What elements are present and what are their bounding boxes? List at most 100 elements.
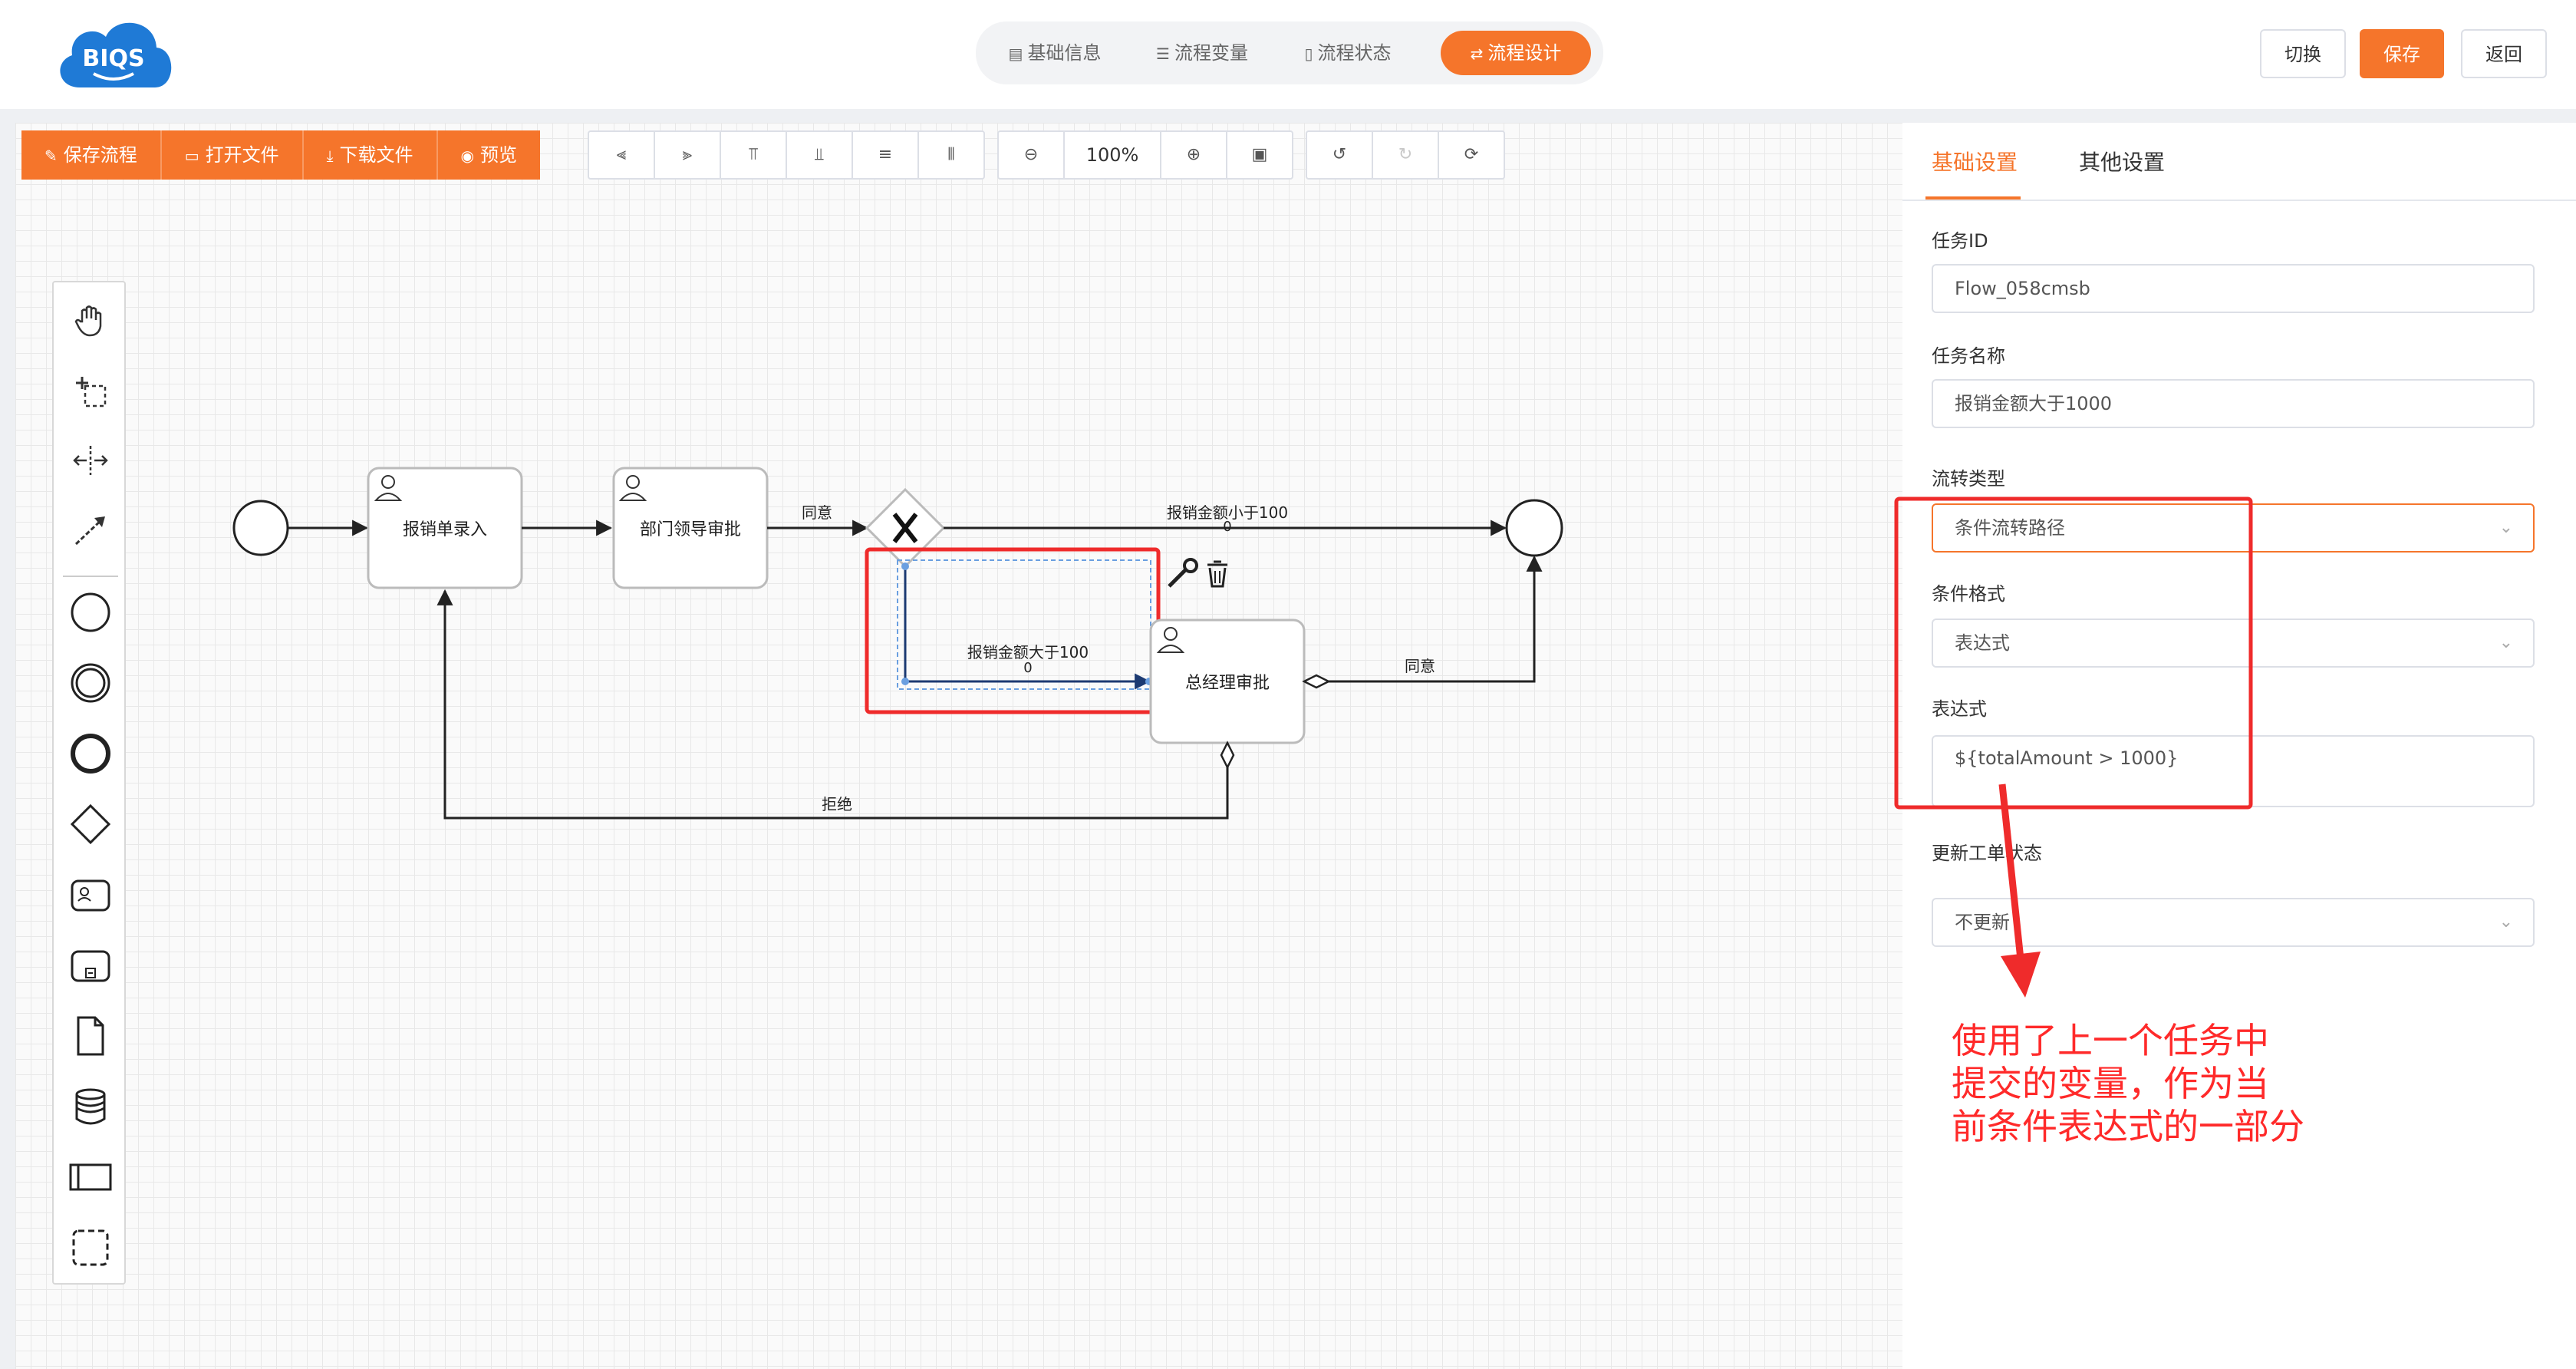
element-palette <box>52 281 126 1285</box>
flow-type-label: 流转类型 <box>1932 468 2005 490</box>
top-tabs: ▤基础信息 ☰流程变量 ▯流程状态 ⇄流程设计 <box>976 21 1603 84</box>
align-top-icon[interactable]: ⫪ <box>721 132 787 178</box>
logo: BIQS <box>49 11 178 97</box>
flow-gm-reject[interactable] <box>436 589 1229 820</box>
file-icon: ▯ <box>1304 45 1313 63</box>
back-button[interactable]: 返回 <box>2461 29 2547 78</box>
align-left-icon[interactable]: ⫷ <box>589 132 655 178</box>
flow-greater-sub: 0 <box>1023 660 1033 676</box>
user-icon <box>374 475 403 501</box>
annotation-line: 使用了上一个任务中 <box>1952 1020 2269 1061</box>
logo-text: BIQS <box>82 45 144 72</box>
hand-tool-icon[interactable] <box>68 298 114 344</box>
flow-gm-agree[interactable] <box>1304 555 1543 683</box>
tab-basic-settings[interactable]: 基础设置 <box>1932 150 2018 175</box>
trash-icon[interactable] <box>1207 560 1227 588</box>
lasso-tool-icon[interactable] <box>68 368 114 414</box>
flow-less-sub: 0 <box>1223 519 1232 535</box>
user-task-icon[interactable] <box>68 872 114 918</box>
flow-less-label: 报销金额小于100 <box>1166 503 1289 522</box>
flow-agree-label: 同意 <box>802 503 832 522</box>
zoom-level: 100% <box>1065 132 1161 178</box>
header: BIQS ▤基础信息 ☰流程变量 ▯流程状态 ⇄流程设计 切换 保存 返回 <box>0 0 2576 109</box>
doc-check-icon: ▤ <box>1008 45 1023 63</box>
task-dept-label: 部门领导审批 <box>639 520 741 539</box>
undo-icon[interactable]: ↺ <box>1307 132 1373 178</box>
pool-icon[interactable] <box>68 1154 114 1200</box>
space-tool-icon[interactable] <box>68 437 114 483</box>
task-name-label: 任务名称 <box>1932 345 2005 367</box>
task-name-input[interactable]: 报销金额大于1000 <box>1932 379 2535 428</box>
zoom-out-icon[interactable]: ⊖ <box>999 132 1065 178</box>
flow-reject-label: 拒绝 <box>822 795 852 813</box>
update-status-select[interactable]: 不更新⌄ <box>1932 898 2535 947</box>
tab-flow-design[interactable]: ⇄流程设计 <box>1441 31 1591 75</box>
history-toolbar: ↺ ↻ ⟳ <box>1306 130 1505 180</box>
annotation-line: 前条件表达式的一部分 <box>1952 1106 2304 1147</box>
tab-divider <box>1902 200 2576 201</box>
flow-icon: ⇄ <box>1470 45 1484 63</box>
end-event-icon[interactable] <box>68 731 114 777</box>
align-center-icon[interactable]: ≡ <box>853 132 919 178</box>
save-button[interactable]: 保存 <box>2360 29 2444 78</box>
user-icon <box>618 475 647 501</box>
gateway-icon[interactable] <box>68 801 114 847</box>
cond-format-label: 条件格式 <box>1932 583 2005 605</box>
cond-format-select[interactable]: 表达式⌄ <box>1932 619 2535 668</box>
default-flow-marker <box>1220 741 1235 770</box>
eye-icon: ◉ <box>460 147 474 165</box>
task-id-label: 任务ID <box>1932 230 1988 252</box>
redo-icon[interactable]: ↻ <box>1373 132 1439 178</box>
default-flow-marker <box>1302 674 1331 689</box>
intermediate-event-icon[interactable] <box>68 660 114 706</box>
chevron-down-icon: ⌄ <box>2499 912 2513 932</box>
wrench-icon[interactable] <box>1168 558 1198 588</box>
update-status-label: 更新工单状态 <box>1932 843 2042 864</box>
start-event-icon[interactable] <box>68 589 114 635</box>
data-store-icon[interactable] <box>68 1084 114 1130</box>
edit-icon: ✎ <box>44 147 58 165</box>
zoom-in-icon[interactable]: ⊕ <box>1161 132 1227 178</box>
fit-view-icon[interactable]: ▣ <box>1251 145 1268 164</box>
folder-icon: ▭ <box>184 147 199 165</box>
align-bottom-icon[interactable]: ⫫ <box>787 132 853 178</box>
flow-type-select[interactable]: 条件流转路径⌄ <box>1932 503 2535 553</box>
annotation-arrowhead <box>2001 952 2041 998</box>
align-middle-icon[interactable]: ⦀ <box>947 145 955 164</box>
waypoint-handle[interactable] <box>901 562 909 570</box>
gateway-x-icon <box>892 513 918 543</box>
expression-label: 表达式 <box>1932 698 1987 720</box>
save-flow-button[interactable]: ✎保存流程 <box>21 130 162 180</box>
tab-other-settings[interactable]: 其他设置 <box>2079 150 2166 175</box>
flow-agree2-label: 同意 <box>1405 657 1435 675</box>
tab-flow-status[interactable]: ▯流程状态 <box>1304 42 1392 64</box>
subprocess-icon[interactable] <box>68 942 114 988</box>
preview-button[interactable]: ◉预览 <box>437 130 540 180</box>
file-toolbar: ✎保存流程 ▭打开文件 ⤓下载文件 ◉预览 <box>21 130 540 180</box>
switch-button[interactable]: 切换 <box>2260 29 2346 78</box>
align-toolbar: ⫷ ⫸ ⫪ ⫫ ≡ ⦀ <box>588 130 985 180</box>
flow-greater-label: 报销金额大于100 <box>967 643 1089 661</box>
task-id-input[interactable]: Flow_058cmsb <box>1932 264 2535 313</box>
annotation-highlight-box <box>1894 496 2253 810</box>
align-right-icon[interactable]: ⫸ <box>655 132 721 178</box>
list-icon: ☰ <box>1156 45 1170 63</box>
expression-textarea[interactable]: ${totalAmount > 1000} <box>1932 735 2535 807</box>
tab-basic-info[interactable]: ▤基础信息 <box>1008 42 1102 64</box>
chevron-down-icon: ⌄ <box>2499 518 2513 537</box>
download-file-button[interactable]: ⤓下载文件 <box>303 130 438 180</box>
open-file-button[interactable]: ▭打开文件 <box>161 130 304 180</box>
annotation-text: 使用了上一个任务中 提交的变量，作为当 前条件表达式的一部分 <box>1952 1019 2304 1148</box>
annotation-arrow <box>1998 783 2024 960</box>
properties-panel: 基础设置 其他设置 任务ID Flow_058cmsb 任务名称 报销金额大于1… <box>1902 123 2576 1369</box>
connect-tool-icon[interactable] <box>68 506 114 553</box>
group-icon[interactable] <box>68 1225 114 1271</box>
diagram-canvas[interactable] <box>15 123 1902 1369</box>
data-object-icon[interactable] <box>68 1013 114 1059</box>
task-entry-label: 报销单录入 <box>402 520 487 539</box>
tab-active-indicator <box>1925 196 2021 200</box>
reset-icon[interactable]: ⟳ <box>1464 145 1479 164</box>
waypoint-handle[interactable] <box>901 678 909 685</box>
tab-flow-variables[interactable]: ☰流程变量 <box>1156 42 1248 64</box>
